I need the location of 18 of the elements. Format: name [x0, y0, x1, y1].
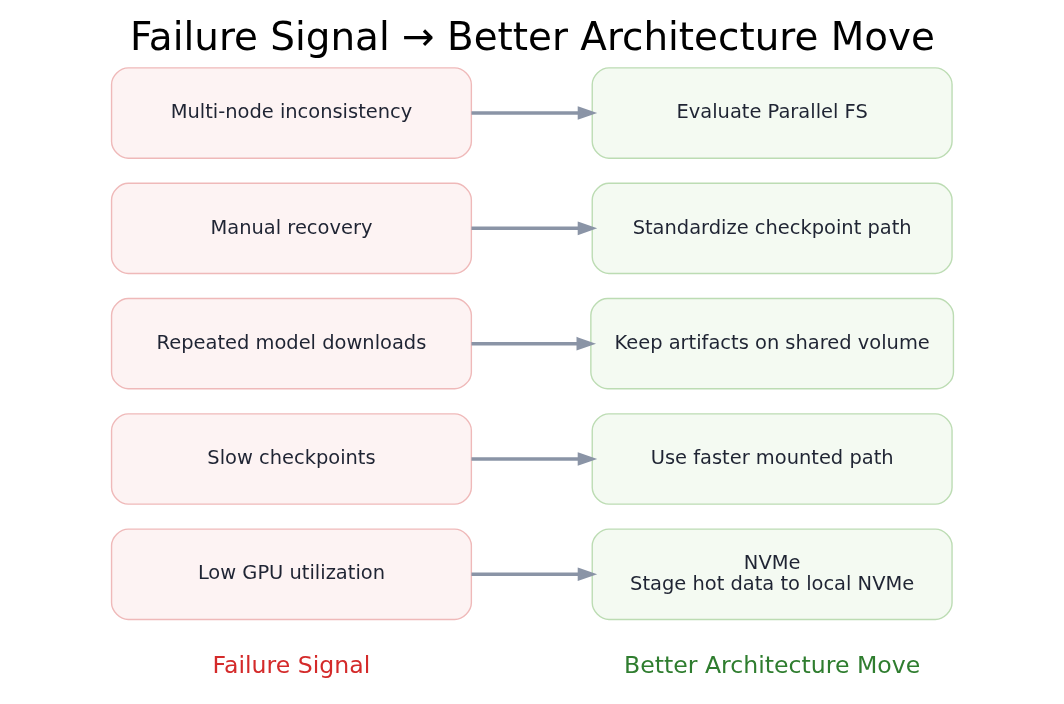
arrow — [471, 221, 597, 236]
node-box: Manual recovery — [110, 182, 472, 275]
node-box: NVMe Stage hot data to local NVMe — [591, 528, 953, 621]
label: Failure Signal — [212, 651, 370, 680]
label: Better Architecture Move — [623, 651, 920, 680]
arrow — [471, 567, 597, 582]
node-box: Low GPU utilization — [110, 528, 472, 621]
node-box: Standardize checkpoint path — [591, 182, 953, 275]
diagram-title: Failure Signal → Better Architecture Move — [129, 14, 935, 60]
arrow — [471, 452, 597, 466]
node-box: Slow checkpoints — [110, 413, 472, 505]
node-box: Keep artifacts on shared volume — [589, 297, 954, 390]
arrow — [471, 336, 596, 351]
node-box: Repeated model downloads — [110, 297, 472, 390]
node-box: Evaluate Parallel FS — [591, 67, 953, 159]
arrow — [471, 106, 597, 120]
node-box: Multi-node inconsistency — [110, 67, 472, 159]
node-box: Use faster mounted path — [591, 413, 953, 505]
